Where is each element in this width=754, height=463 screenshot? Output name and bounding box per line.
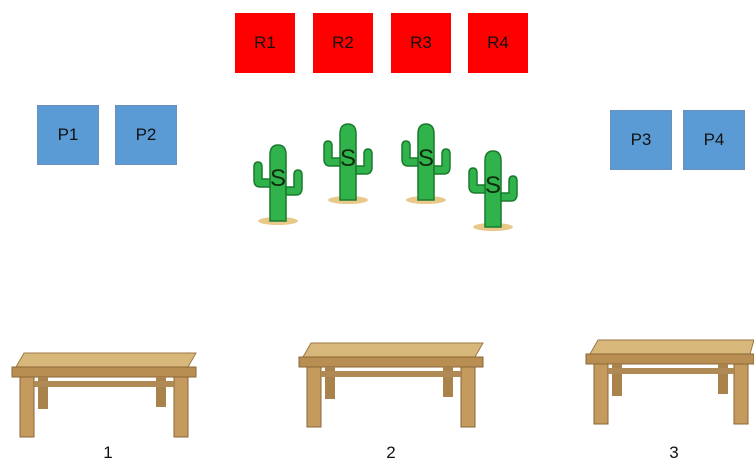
- cactus-icon: [468, 150, 518, 231]
- box-r1: R1: [235, 13, 295, 73]
- wooden-table-icon: [585, 339, 754, 425]
- cactus-3-label: S: [417, 145, 434, 172]
- table-label-1: 1: [103, 443, 113, 462]
- box-r1-label: R1: [254, 33, 276, 52]
- box-p4: P4: [683, 110, 745, 170]
- box-r3-label: R3: [410, 33, 432, 52]
- box-p1-label: P1: [57, 125, 79, 144]
- cactus-1: S: [248, 135, 308, 230]
- table-label-2: 2: [386, 443, 396, 462]
- cactus-icon: [253, 144, 303, 225]
- cactus-2: S: [318, 118, 378, 213]
- wooden-table-icon: [298, 342, 484, 428]
- box-r4: R4: [468, 13, 528, 73]
- box-p3-label: P3: [630, 130, 652, 149]
- wooden-table-icon: [11, 352, 197, 438]
- cactus-1-label: S: [269, 165, 286, 192]
- cactus-4-label: S: [484, 172, 501, 199]
- box-r2-label: R2: [332, 33, 354, 52]
- cactus-2-label: S: [339, 145, 356, 172]
- box-r2: R2: [313, 13, 373, 73]
- cactus-icon: [401, 123, 451, 204]
- cactus-icon: [323, 123, 373, 204]
- box-r3: R3: [391, 13, 451, 73]
- box-p3: P3: [610, 110, 672, 170]
- table-label-3: 3: [669, 443, 679, 462]
- cactus-3: S: [396, 118, 456, 213]
- box-p1: P1: [37, 105, 99, 165]
- box-r4-label: R4: [487, 33, 509, 52]
- box-p2: P2: [115, 105, 177, 165]
- cactus-4: S: [463, 143, 523, 238]
- box-p2-label: P2: [135, 125, 157, 144]
- box-p4-label: P4: [703, 130, 725, 149]
